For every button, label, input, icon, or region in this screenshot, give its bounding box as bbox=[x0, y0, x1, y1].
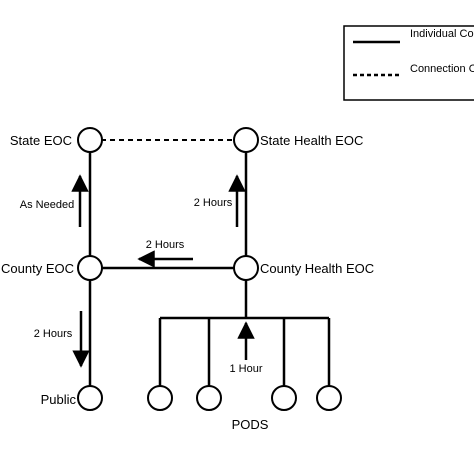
county-timing-label: 2 Hours bbox=[146, 239, 185, 251]
legend-dashed-label: Connection Out of Scope bbox=[410, 63, 474, 75]
county-eoc-label: County EOC bbox=[1, 261, 74, 276]
pods-label: PODS bbox=[232, 417, 269, 432]
county-eoc-node bbox=[77, 255, 103, 281]
state-health-eoc-label: State Health EOC bbox=[260, 133, 363, 148]
county-health-eoc-node bbox=[233, 255, 259, 281]
public-node bbox=[77, 385, 103, 411]
public-timing-label: 2 Hours bbox=[34, 328, 73, 340]
state-eoc-node bbox=[77, 127, 103, 153]
state-health-eoc-node bbox=[233, 127, 259, 153]
public-label: Public bbox=[41, 392, 77, 407]
state-eoc-label: State EOC bbox=[10, 133, 72, 148]
pod-node-1 bbox=[147, 385, 173, 411]
pod-node-3 bbox=[271, 385, 297, 411]
as-needed-label: As Needed bbox=[20, 199, 74, 211]
county-health-eoc-label: County Health EOC bbox=[260, 261, 374, 276]
pod-node-4 bbox=[316, 385, 342, 411]
legend: Individual Connections Connection Out of… bbox=[343, 25, 474, 101]
legend-solid-label: Individual Connections bbox=[410, 28, 474, 40]
pods-timing-label: 1 Hour bbox=[229, 363, 262, 375]
state-health-timing-label: 2 Hours bbox=[194, 197, 233, 209]
pod-node-2 bbox=[196, 385, 222, 411]
legend-box bbox=[343, 25, 474, 101]
